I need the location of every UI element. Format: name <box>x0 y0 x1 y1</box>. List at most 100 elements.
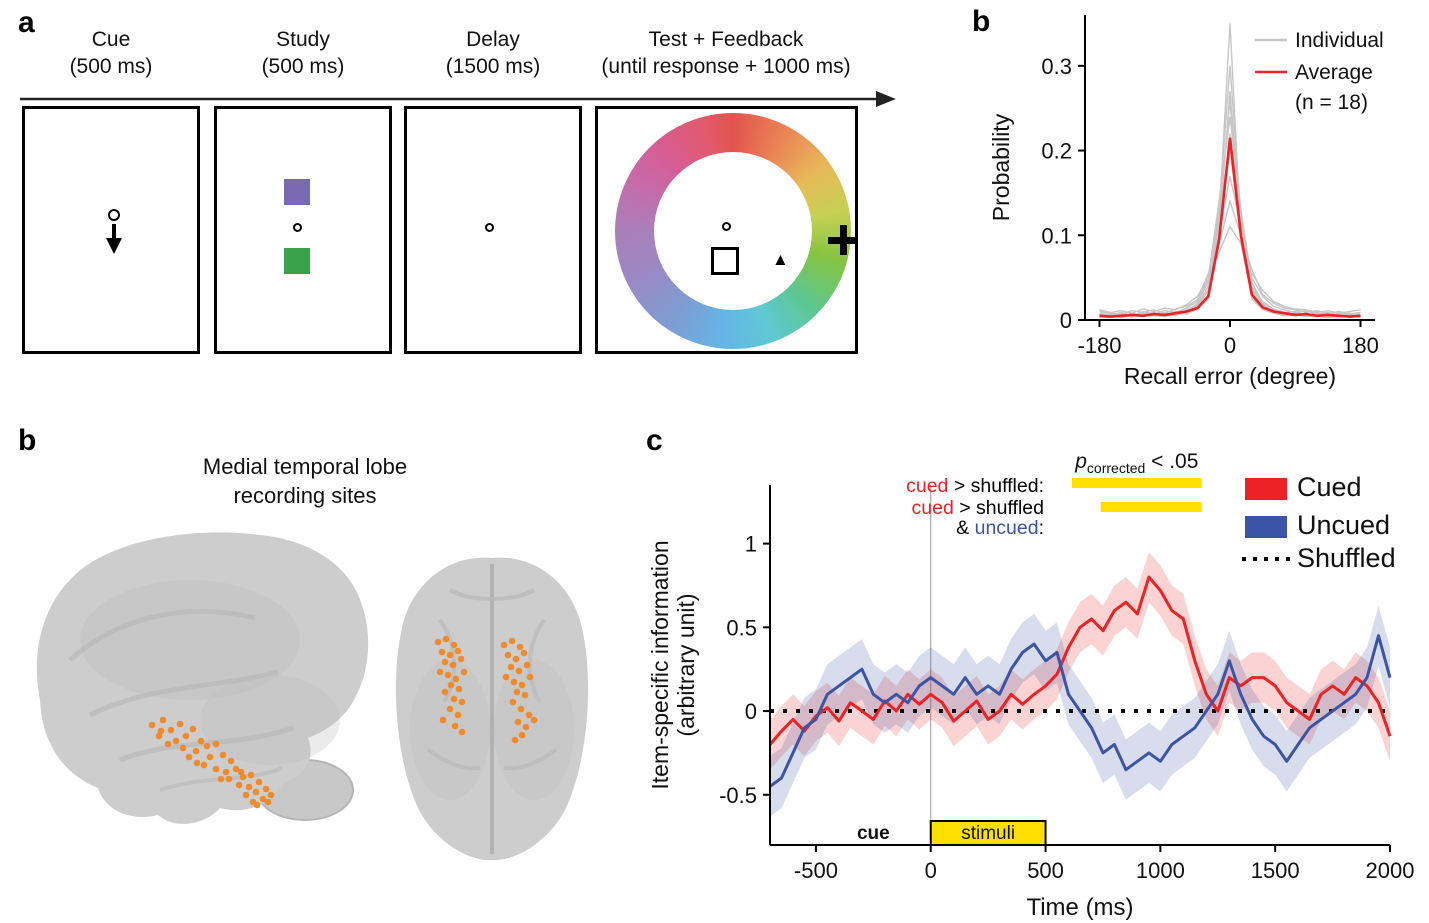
panel-b-top-label: b <box>972 5 991 38</box>
cue-arrow-icon <box>106 209 122 254</box>
recording-site-dot <box>507 663 515 671</box>
recording-site-dot <box>455 685 463 693</box>
individual-line-8 <box>1099 99 1361 319</box>
recording-site-dot <box>444 671 452 679</box>
y-tick-label: 0.5 <box>726 615 757 640</box>
cue-label: cue <box>857 823 890 844</box>
lateral-brain-outline <box>36 532 369 824</box>
recording-site-dot <box>179 744 187 752</box>
stage-test-label: Test + Feedback (until response + 1000 m… <box>580 26 872 80</box>
panel-c-label: c <box>646 424 663 457</box>
recording-site-dot <box>518 731 526 739</box>
stage-cue-label: Cue (500 ms) <box>22 26 200 80</box>
recording-site-dot <box>525 711 533 719</box>
x-tick-label: 500 <box>1027 858 1064 883</box>
significance-bar-1 <box>1071 478 1202 488</box>
x-tick-label: 2000 <box>1366 858 1415 883</box>
recording-site-dot <box>217 775 225 783</box>
test-screen-box: ▲ <box>595 106 858 354</box>
recording-site-dot <box>200 761 208 769</box>
recording-site-dot <box>523 661 531 669</box>
recording-site-dot <box>189 725 197 733</box>
timeline-arrowhead-icon <box>876 91 896 107</box>
average-line <box>1099 137 1361 318</box>
recording-site-dot <box>164 740 172 748</box>
cue-arrow-head <box>106 238 122 254</box>
legend-individual-label: Individual <box>1295 29 1384 52</box>
individual-line-6 <box>1099 198 1361 315</box>
x-tick-label: 1500 <box>1251 858 1300 883</box>
recording-site-dot <box>245 783 253 791</box>
recording-site-dot <box>508 637 516 645</box>
uncued-line <box>769 634 1392 788</box>
recording-site-dot <box>530 716 538 724</box>
brain-renderings <box>36 532 589 861</box>
x-tick-label: 1000 <box>1136 858 1185 883</box>
y-tick-label: 1 <box>745 532 757 557</box>
recording-site-dot <box>512 655 520 663</box>
legend-n-label: (n = 18) <box>1295 91 1368 114</box>
fixation-circle <box>722 222 731 231</box>
recording-site-dot <box>225 775 233 783</box>
legend-uncued-swatch <box>1245 516 1287 538</box>
mtl-title: Medial temporal lobe recording sites <box>105 452 505 510</box>
color-wheel-inner <box>654 152 812 310</box>
recording-site-dot <box>458 728 466 736</box>
cue-screen-box <box>22 106 200 354</box>
recording-site-dot <box>237 768 245 776</box>
recording-site-dot <box>253 801 261 809</box>
recording-site-dot <box>516 643 524 651</box>
recording-site-dot <box>259 795 267 803</box>
response-probe-square <box>711 247 739 275</box>
stage-delay-duration: (1500 ms) <box>445 55 541 78</box>
recording-site-dot <box>232 765 240 773</box>
feedback-plus-icon <box>828 225 858 255</box>
significance-bar-2 <box>1100 502 1202 512</box>
study-square-top <box>284 179 310 205</box>
panel-a-label: a <box>18 6 35 39</box>
stage-study-duration: (500 ms) <box>261 55 345 78</box>
recording-site-dot <box>439 716 447 724</box>
recording-site-dot <box>252 788 260 796</box>
recording-site-dot <box>457 655 465 663</box>
recording-site-dot <box>509 698 517 706</box>
recording-site-dot <box>447 681 455 689</box>
recording-site-dot <box>520 649 528 657</box>
recording-site-dot <box>148 721 156 729</box>
stage-test-title: Test + Feedback <box>648 28 804 51</box>
y-tick-label: -0.5 <box>719 783 757 808</box>
stage-delay-label: Delay (1500 ms) <box>404 26 582 80</box>
recording-site-dot <box>502 673 510 681</box>
recording-site-dot <box>227 757 235 765</box>
individual-line-2 <box>1099 91 1361 319</box>
recording-site-dot <box>441 688 449 696</box>
recording-site-dot <box>247 771 255 779</box>
cue-fixation-circle <box>108 209 120 221</box>
recording-site-dot <box>222 768 230 776</box>
recording-site-dot <box>446 651 454 659</box>
individual-line-5 <box>1099 175 1361 317</box>
x-tick-label: 0 <box>925 858 937 883</box>
p-corrected-label: pcorrected < .05 <box>1074 450 1198 476</box>
brain-shading <box>410 660 490 800</box>
recording-site-dot <box>192 747 200 755</box>
brain-shading <box>80 580 300 700</box>
recording-site-dot <box>212 765 220 773</box>
recording-site-dot <box>264 798 272 806</box>
recording-site-dot <box>197 737 205 745</box>
recording-site-dot <box>242 791 250 799</box>
sulcus-line <box>528 618 546 704</box>
individual-line-4 <box>1099 150 1361 318</box>
cued-line <box>768 575 1392 746</box>
lateral-brain <box>36 532 369 824</box>
y-tick-label: 0.1 <box>1041 223 1072 248</box>
x-tick-label: 0 <box>1224 333 1236 358</box>
recording-site-dot <box>438 648 446 656</box>
recording-site-dot <box>167 726 175 734</box>
stage-delay-title: Delay <box>466 28 520 51</box>
recording-sites <box>148 635 538 809</box>
mtl-title-line1: Medial temporal lobe <box>202 454 408 479</box>
recording-site-dot <box>219 751 227 759</box>
